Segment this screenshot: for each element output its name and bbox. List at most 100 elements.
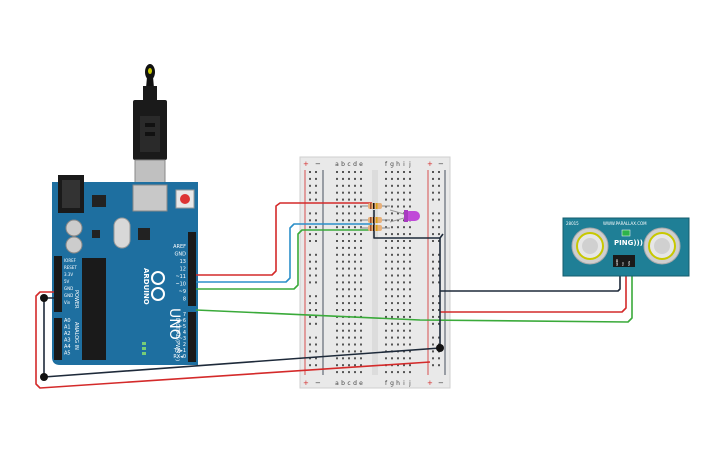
breadboard-hole[interactable] [409, 288, 411, 291]
wire-red-5v[interactable] [35, 291, 431, 389]
rail-hole[interactable] [309, 267, 311, 270]
breadboard-hole[interactable] [354, 219, 356, 222]
wire-blue-pin10[interactable] [196, 223, 372, 283]
wire-dark-gnd[interactable] [43, 297, 441, 378]
breadboard-hole[interactable] [354, 226, 356, 229]
breadboard-hole[interactable] [336, 357, 338, 360]
rail-hole[interactable] [309, 336, 311, 339]
breadboard-hole[interactable] [403, 253, 405, 256]
breadboard-hole[interactable] [385, 302, 387, 305]
breadboard-hole[interactable] [391, 260, 393, 263]
breadboard-hole[interactable] [342, 322, 344, 325]
breadboard-hole[interactable] [336, 240, 338, 242]
breadboard-hole[interactable] [354, 302, 356, 305]
rail-hole[interactable] [438, 309, 440, 311]
breadboard-hole[interactable] [360, 240, 362, 242]
breadboard-hole[interactable] [409, 343, 411, 346]
rail-hole[interactable] [315, 281, 317, 284]
breadboard-hole[interactable] [354, 212, 356, 215]
rail-hole[interactable] [309, 226, 311, 229]
breadboard-hole[interactable] [409, 205, 411, 208]
breadboard-hole[interactable] [342, 246, 344, 249]
rail-hole[interactable] [309, 343, 311, 346]
rail-hole[interactable] [432, 219, 434, 222]
breadboard-hole[interactable] [360, 322, 362, 325]
breadboard-hole[interactable] [409, 274, 411, 277]
breadboard-hole[interactable] [385, 191, 387, 194]
rail-hole[interactable] [438, 171, 440, 173]
breadboard-hole[interactable] [348, 219, 350, 222]
digital-header-top[interactable] [188, 232, 196, 306]
rail-hole[interactable] [315, 267, 317, 270]
rail-hole[interactable] [315, 191, 317, 194]
breadboard-hole[interactable] [403, 260, 405, 263]
breadboard-hole[interactable] [354, 350, 356, 353]
breadboard-hole[interactable] [403, 198, 405, 201]
breadboard-hole[interactable] [409, 336, 411, 339]
breadboard-hole[interactable] [354, 336, 356, 339]
breadboard-hole[interactable] [342, 198, 344, 201]
breadboard-hole[interactable] [391, 205, 393, 208]
breadboard-hole[interactable] [360, 198, 362, 201]
rail-hole[interactable] [438, 184, 440, 187]
breadboard-hole[interactable] [391, 246, 393, 249]
breadboard-hole[interactable] [354, 343, 356, 346]
breadboard-hole[interactable] [403, 184, 405, 187]
breadboard-hole[interactable] [391, 191, 393, 194]
breadboard-hole[interactable] [348, 281, 350, 284]
breadboard-hole[interactable] [348, 212, 350, 215]
breadboard-hole[interactable] [385, 212, 387, 215]
breadboard-hole[interactable] [342, 350, 344, 353]
rail-hole[interactable] [438, 240, 440, 242]
rail-hole[interactable] [315, 253, 317, 256]
breadboard-hole[interactable] [403, 364, 405, 367]
rail-hole[interactable] [432, 198, 434, 201]
rail-hole[interactable] [315, 322, 317, 325]
breadboard-hole[interactable] [409, 329, 411, 332]
rail-hole[interactable] [438, 233, 440, 236]
breadboard-hole[interactable] [403, 226, 405, 229]
breadboard-hole[interactable] [385, 371, 387, 374]
breadboard-hole[interactable] [336, 322, 338, 325]
breadboard-hole[interactable] [403, 288, 405, 291]
breadboard-hole[interactable] [385, 309, 387, 311]
breadboard-hole[interactable] [385, 329, 387, 332]
rail-hole[interactable] [432, 267, 434, 270]
breadboard-hole[interactable] [348, 253, 350, 256]
breadboard-hole[interactable] [360, 233, 362, 236]
breadboard-hole[interactable] [348, 205, 350, 208]
breadboard-hole[interactable] [348, 177, 350, 180]
breadboard-hole[interactable] [397, 184, 399, 187]
breadboard-hole[interactable] [397, 364, 399, 367]
breadboard-hole[interactable] [354, 184, 356, 187]
breadboard-hole[interactable] [360, 281, 362, 284]
breadboard-hole[interactable] [409, 226, 411, 229]
breadboard-hole[interactable] [403, 246, 405, 249]
rail-hole[interactable] [315, 260, 317, 263]
rail-hole[interactable] [309, 191, 311, 194]
breadboard-hole[interactable] [360, 184, 362, 187]
breadboard-hole[interactable] [336, 329, 338, 332]
breadboard-hole[interactable] [342, 219, 344, 222]
breadboard-hole[interactable] [342, 184, 344, 187]
rail-hole[interactable] [315, 315, 317, 318]
breadboard-hole[interactable] [397, 212, 399, 215]
rail-hole[interactable] [315, 184, 317, 187]
resistor-3[interactable] [360, 225, 390, 231]
breadboard-hole[interactable] [348, 198, 350, 201]
breadboard-hole[interactable] [342, 267, 344, 270]
rail-hole[interactable] [432, 233, 434, 236]
rail-hole[interactable] [315, 171, 317, 173]
rail-hole[interactable] [432, 212, 434, 215]
breadboard-hole[interactable] [391, 329, 393, 332]
breadboard-hole[interactable] [391, 198, 393, 201]
breadboard-hole[interactable] [360, 295, 362, 298]
breadboard-hole[interactable] [360, 171, 362, 173]
breadboard-hole[interactable] [397, 281, 399, 284]
breadboard-hole[interactable] [354, 267, 356, 270]
rail-hole[interactable] [315, 302, 317, 305]
breadboard-hole[interactable] [348, 329, 350, 332]
breadboard-hole[interactable] [348, 357, 350, 360]
breadboard-hole[interactable] [348, 295, 350, 298]
